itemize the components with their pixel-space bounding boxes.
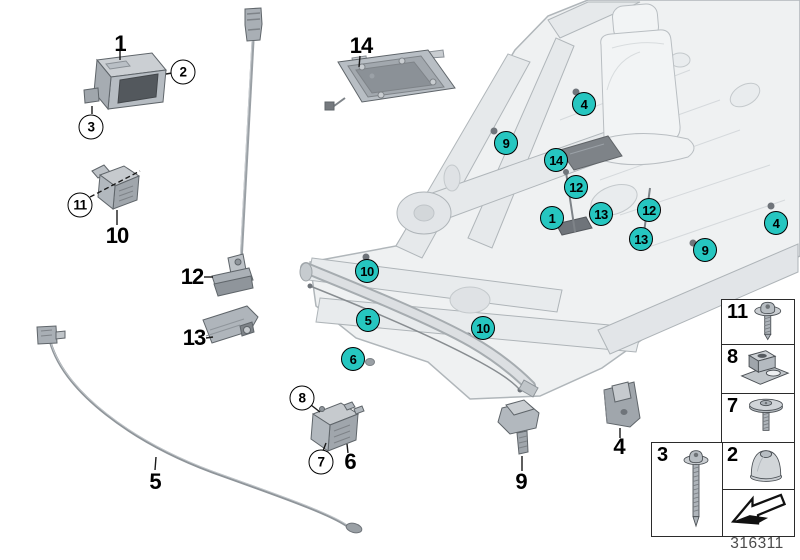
callout-plain-1[interactable]: 1 [114, 31, 126, 56]
callout-circle-11[interactable]: 11 [67, 192, 93, 218]
screw-with-washer-icon [740, 299, 792, 346]
leader-line-6 [205, 336, 214, 339]
callout-teal-4[interactable]: 4 [764, 211, 788, 235]
callout-plain-5[interactable]: 5 [149, 469, 161, 494]
leader-line-9 [310, 404, 321, 413]
callout-teal-13[interactable]: 13 [629, 227, 653, 251]
flat-head-bolt-icon [740, 394, 792, 443]
legend-box-7[interactable]: 7 [721, 393, 795, 444]
direction-arrow-icon [727, 489, 789, 538]
callout-teal-6[interactable]: 6 [341, 347, 365, 371]
legend-box-2[interactable]: 2 [721, 442, 795, 491]
cage-nut-icon [736, 345, 792, 394]
leader-line-7 [358, 55, 361, 68]
callout-plain-13[interactable]: 13 [182, 325, 207, 350]
legend-number: 2 [727, 444, 739, 466]
legend-box-11[interactable]: 11 [721, 299, 795, 346]
exploded-parts [36, 7, 641, 534]
callout-plain-12[interactable]: 12 [180, 264, 205, 289]
callout-teal-12[interactable]: 12 [564, 175, 588, 199]
callout-circle-2[interactable]: 2 [170, 59, 196, 85]
control-module-part [83, 52, 167, 111]
legend-number: 8 [727, 346, 739, 368]
callout-teal-10[interactable]: 10 [355, 259, 379, 283]
legend-box-3[interactable]: 3 [651, 442, 723, 537]
callout-teal-9[interactable]: 9 [693, 238, 717, 262]
bracket-12-part [211, 253, 254, 297]
callout-plain-9[interactable]: 9 [515, 469, 527, 494]
document-number: 316311 [730, 535, 784, 552]
leader-line-8 [154, 456, 157, 471]
callout-plain-6[interactable]: 6 [344, 449, 356, 474]
antenna-part [239, 7, 263, 263]
callout-circle-8[interactable]: 8 [289, 385, 315, 411]
sensor-6-part [310, 401, 365, 452]
legend-number: 7 [727, 395, 739, 417]
callout-teal-5[interactable]: 5 [356, 308, 380, 332]
callout-teal-1[interactable]: 1 [540, 206, 564, 230]
bracket-13-part [202, 305, 259, 344]
legend-number: 3 [657, 444, 669, 466]
legend-box-8[interactable]: 8 [721, 344, 795, 395]
callout-teal-14[interactable]: 14 [544, 148, 568, 172]
callout-plain-14[interactable]: 14 [349, 33, 374, 58]
legend-number: 11 [727, 301, 749, 323]
cable-5-part [36, 325, 363, 534]
bracket-4-part [603, 381, 641, 428]
sensor-mat-part [324, 49, 456, 111]
callout-teal-4[interactable]: 4 [572, 92, 596, 116]
leader-line-11 [346, 443, 349, 454]
car-body-illustration [299, 0, 800, 400]
callout-teal-13[interactable]: 13 [589, 202, 613, 226]
callout-teal-12[interactable]: 12 [637, 198, 661, 222]
bumper-bar-illustration [299, 262, 539, 398]
leader-line-3 [89, 170, 141, 198]
dome-cap-icon [740, 443, 792, 490]
callout-circle-7[interactable]: 7 [308, 449, 334, 475]
callout-teal-9[interactable]: 9 [494, 131, 518, 155]
callout-plain-10[interactable]: 10 [105, 223, 130, 248]
callout-teal-10[interactable]: 10 [471, 316, 495, 340]
legend-box-arrow[interactable] [721, 489, 795, 537]
sensor-10-part [91, 164, 141, 210]
callout-circle-3[interactable]: 3 [78, 114, 104, 140]
sensor-9-part [497, 399, 540, 455]
long-screw-icon [672, 443, 720, 536]
callout-plain-4[interactable]: 4 [613, 434, 625, 459]
